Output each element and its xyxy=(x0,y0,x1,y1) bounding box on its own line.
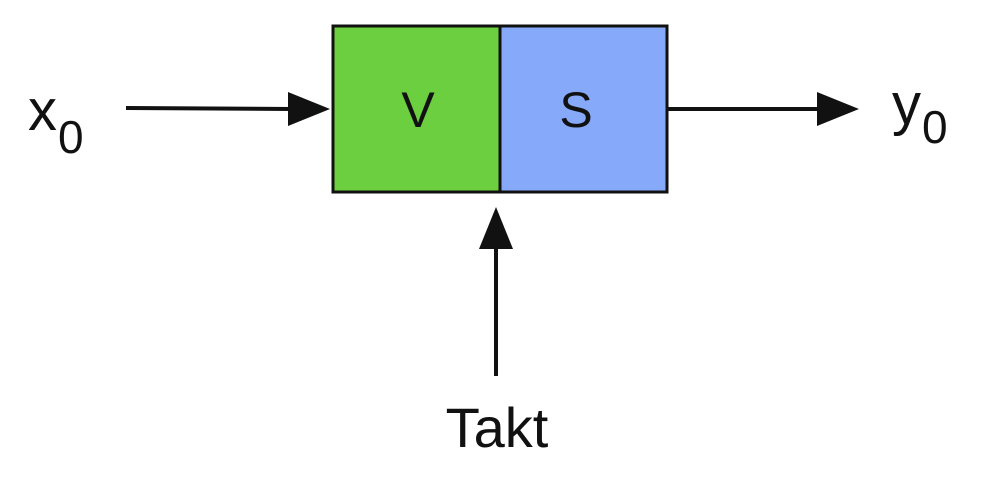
block-s xyxy=(498,24,669,194)
clock-arrow xyxy=(479,207,513,376)
input-label: x 0 xyxy=(28,78,84,163)
output-label-subscript: 0 xyxy=(922,101,948,153)
output-label-main: y xyxy=(892,72,921,137)
input-arrow xyxy=(125,92,330,126)
output-label: y 0 xyxy=(892,72,948,153)
input-label-subscript: 0 xyxy=(58,111,84,163)
block-v-label: V xyxy=(401,82,435,138)
block-v xyxy=(331,24,502,194)
block-s-label: S xyxy=(559,82,592,138)
clock-label: Takt xyxy=(446,396,549,459)
input-label-main: x xyxy=(28,78,57,143)
output-arrow xyxy=(667,92,859,126)
